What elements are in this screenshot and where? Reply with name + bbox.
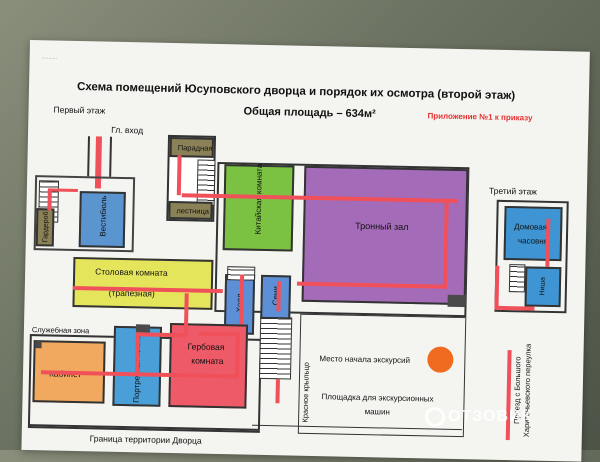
route-arrow-street [505, 350, 512, 441]
wardrobe: Гардероб [35, 208, 55, 247]
chinese-room: Китайская комната [222, 163, 295, 252]
route-arrow-heraldic-top [198, 331, 239, 337]
total-area: Общая площадь – 634м² [243, 105, 376, 121]
excursion-parking-label: Площадка для экскурсионных машин [321, 392, 434, 417]
route-arrow-wardrobe [47, 190, 52, 211]
throne-hall-label: Тронный зал [355, 220, 409, 232]
dining-room-label-1: Столовая комната [95, 266, 168, 278]
heraldic-room-label-2: комната [191, 355, 224, 367]
parade-stairs-top: Парадная [169, 136, 214, 158]
wardrobe-label: Гардероб [42, 211, 50, 243]
main-entrance-label: Гл. вход [111, 124, 144, 136]
plan-title: Схема помещений Юсуповского дворца и пор… [76, 80, 516, 103]
niche-label: Ниша [539, 276, 547, 296]
house-chapel: Домовая часовня [503, 205, 563, 262]
street-label: Проезд с Большого Харитоньевского переул… [512, 343, 533, 438]
annex-note: Приложение №1 к приказу [427, 111, 533, 123]
vestibule: Вестибюль [78, 191, 126, 249]
vestibule-label: Вестибюль [98, 195, 109, 237]
parade-stairs-label-2: лестница [176, 206, 210, 216]
plan-sheet: ........... Схема помещений Юсуповского … [21, 40, 590, 462]
throne-hall-niche [447, 294, 466, 308]
chinese-room-label: Китайская комната [253, 163, 264, 235]
watermark-logo-icon [425, 407, 445, 427]
route-arrow-seni [276, 281, 282, 312]
palace-border-label: Граница территории Дворца [89, 433, 202, 446]
parade-stairs-label-1: Парадная [177, 143, 213, 153]
route-arrow-red-porch [275, 379, 280, 404]
third-floor-label: Третий этаж [488, 185, 538, 197]
route-arrow-third-bottom [494, 305, 535, 311]
heraldic-room-label-1: Гербовая [187, 341, 225, 353]
parade-stairs-steps [196, 159, 216, 206]
entrance-wall-left [87, 136, 90, 177]
third-floor-stairs [508, 264, 526, 293]
route-arrow-stairs-up [176, 155, 182, 196]
route-arrow-portrait [135, 334, 140, 375]
dining-room: Столовая комната (трапезная) [72, 256, 214, 310]
first-floor-label: Первый этаж [53, 104, 106, 116]
house-chapel-label-1: Домовая [514, 222, 548, 232]
red-porch-stairs [258, 316, 293, 380]
tour-start-label: Место начала экскурсий [319, 354, 411, 366]
corner-note: ........... [41, 54, 57, 61]
house-chapel-label-2: часовня [517, 236, 549, 246]
parade-stairs-bottom: лестница [168, 200, 213, 220]
watermark: ОТЗОВИК [448, 408, 533, 425]
entrance-wall-right [109, 136, 112, 177]
niche-room: Ниша [524, 266, 562, 308]
cabinet-niche [35, 340, 42, 349]
route-arrow-wardrobe-top [47, 188, 78, 193]
